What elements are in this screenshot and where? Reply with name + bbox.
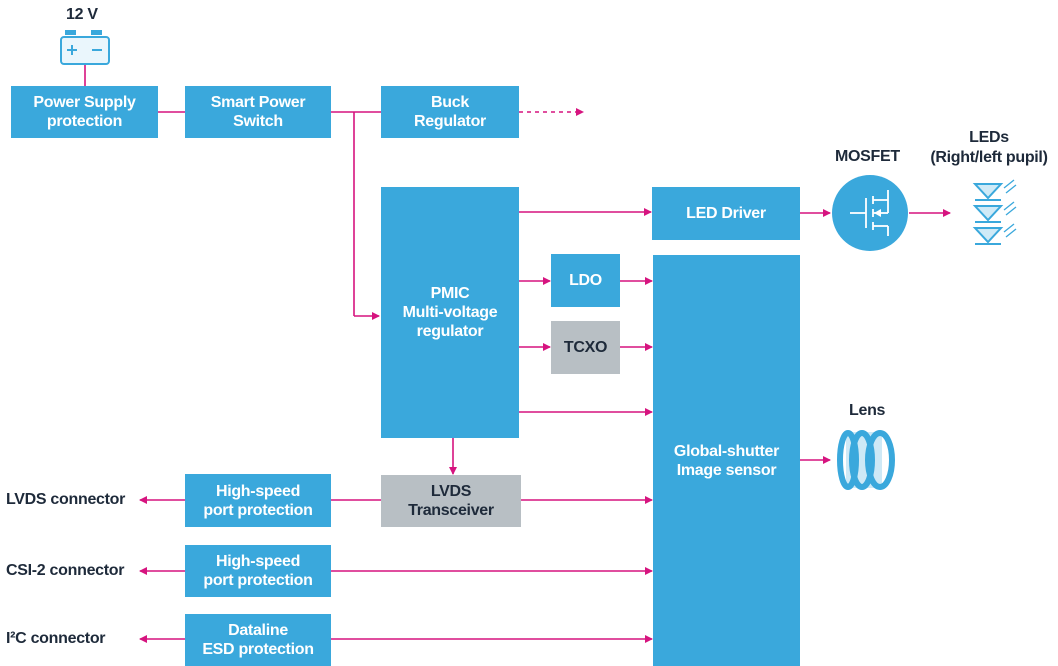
power-source-label: 12 V [66, 6, 98, 23]
image-sensor-block: Global-shutter Image sensor [653, 255, 800, 666]
lens-icon [837, 430, 895, 490]
power-supply-protection-block: Power Supply protection [11, 86, 158, 138]
hs-port-protection-1-line1: High-speed [215, 482, 301, 500]
hs-port-protection-block-1: High-speed port protection [185, 474, 331, 527]
hs-port-protection-block-2: High-speed port protection [185, 545, 331, 597]
image-sensor-line1: Global-shutter [673, 442, 780, 460]
lvds-connector-label: LVDS connector [6, 491, 126, 508]
led-driver-label: LED Driver [686, 205, 766, 222]
lens-label: Lens [849, 402, 886, 419]
image-sensor-line2: Image sensor [676, 461, 777, 479]
lvds-transceiver-line2: Transceiver [408, 502, 494, 519]
power-supply-protection-line1: Power Supply [33, 94, 136, 111]
lvds-transceiver-block: LVDS Transceiver [381, 475, 521, 527]
leds-label-line1: LEDs [969, 129, 1009, 146]
dataline-esd-block: Dataline ESD protection [185, 614, 331, 666]
pmic-line2: Multi-voltage [402, 304, 498, 321]
csi2-connector-label: CSI-2 connector [6, 562, 125, 579]
hs-port-protection-2-line2: port protection [203, 572, 313, 589]
i2c-connector-label: I²C connector [6, 630, 106, 647]
pmic-line3: regulator [416, 323, 484, 340]
lvds-transceiver-line1: LVDS [430, 483, 472, 500]
tcxo-block: TCXO [551, 321, 620, 374]
led-driver-block: LED Driver [652, 187, 800, 240]
ldo-block: LDO [551, 254, 620, 307]
pmic-block: PMIC Multi-voltage regulator [381, 187, 519, 438]
led-icon [972, 179, 1017, 245]
smart-power-switch-line2: Switch [233, 113, 283, 130]
dataline-esd-line2: ESD protection [202, 641, 314, 658]
smart-power-switch-line1: Smart Power [210, 94, 306, 111]
smart-power-switch-block: Smart Power Switch [185, 86, 331, 138]
pmic-line1: PMIC [430, 285, 470, 302]
buck-regulator-block: Buck Regulator [381, 86, 519, 138]
buck-regulator-line2: Regulator [414, 113, 486, 130]
hs-port-protection-1-line2: port protection [203, 501, 313, 519]
hs-port-protection-2-line1: High-speed [215, 553, 301, 570]
leds-label: LEDs (Right/left pupil) [924, 128, 1054, 168]
ldo-label: LDO [569, 272, 602, 289]
power-supply-protection-line2: protection [46, 113, 123, 130]
tcxo-label: TCXO [563, 339, 608, 356]
battery-icon [60, 30, 110, 65]
buck-regulator-line1: Buck [431, 94, 469, 111]
dataline-esd-line1: Dataline [228, 622, 288, 639]
mosfet-label: MOSFET [835, 148, 900, 165]
mosfet-icon [832, 175, 908, 251]
leds-label-line2: (Right/left pupil) [930, 149, 1048, 166]
